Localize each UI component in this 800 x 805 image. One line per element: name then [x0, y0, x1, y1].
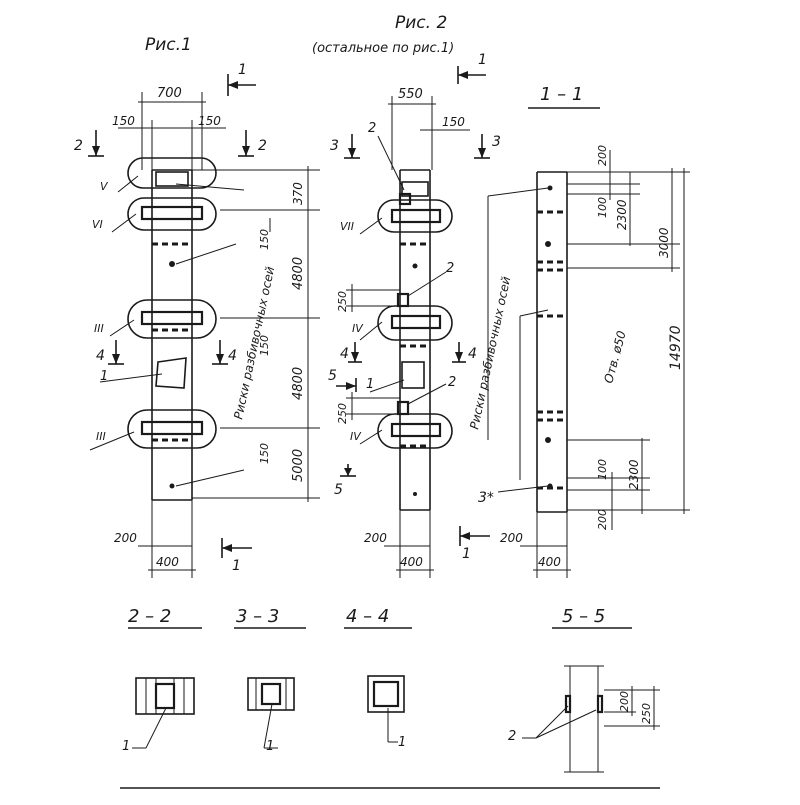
fig1-mark-v: V	[100, 180, 109, 193]
fig1-bottom-dims: 200 400	[114, 500, 196, 578]
fig2-mark-vii: VII	[340, 220, 354, 233]
fig1-cut1-top: 1	[238, 62, 247, 78]
sec11-dim-200-b: 200	[596, 509, 609, 530]
fig1-dim-150-left: 150	[112, 114, 135, 128]
fig1-cut4-left: 4	[96, 348, 105, 364]
sec11-note-3: 3*	[478, 490, 494, 506]
section-5-5-item2: 2	[508, 729, 516, 744]
fig2-cut5-bottom: 5	[334, 482, 343, 498]
fig1-mark-iii-b: III	[96, 430, 106, 443]
fig2-mark-iv-b: IV	[350, 430, 362, 443]
fig1-cut4-right: 4	[228, 348, 237, 364]
fig2-item2-c: 2	[448, 375, 456, 390]
fig1-dim-150-right: 150	[198, 114, 221, 128]
sec11-dim-200-a: 200	[596, 145, 609, 166]
fig1-cut2-right: 2	[258, 138, 267, 154]
section-5-5-title: 5 – 5	[562, 606, 605, 627]
fig1-mark-iii-a: III	[94, 322, 104, 335]
fig2-dim-250-a: 250	[336, 291, 349, 312]
fig1-band-iii-b	[127, 409, 217, 449]
section-4-4-item1: 1	[398, 735, 406, 750]
fig1-top-dims: 700 150 150	[112, 86, 226, 170]
fig1-band-vi	[127, 197, 217, 231]
sec11-dim-2300-a: 2300	[615, 199, 629, 230]
sec11-dim-100-b: 100	[596, 459, 609, 480]
fig2-subtitle: (остальное по рис.1)	[312, 41, 454, 56]
sec11-dim-100-a: 100	[596, 197, 609, 218]
section-4-4-drawing: 1	[367, 675, 406, 750]
fig1-mark-vi: VI	[92, 218, 103, 231]
section-4-4-title: 4 – 4	[346, 606, 389, 627]
fig1-dim-700: 700	[157, 86, 182, 101]
fig1-cut1-bottom: 1	[232, 558, 241, 574]
section-2-2-drawing: 1	[122, 677, 195, 754]
fig1-band-v	[127, 157, 217, 189]
fig1-dim-370: 370	[291, 182, 305, 205]
fig2-dim-550: 550	[398, 87, 423, 102]
fig1-dim-400: 400	[156, 555, 179, 569]
fig1-band-iii-a	[127, 299, 217, 339]
fig1-dim-150-a: 150	[258, 229, 271, 250]
fig1-cut-markers: 1 1 2 2 4 4 V VI III III 1	[74, 62, 267, 574]
sec11-dim-200-bottom: 200	[500, 531, 523, 545]
fig1-dim-4800-a: 4800	[291, 257, 306, 290]
fig1-cut2-left: 2	[74, 138, 83, 154]
sec11-dim-14970: 14970	[668, 325, 684, 370]
fig2-cut4-right: 4	[468, 346, 477, 362]
section-2-2-title: 2 – 2	[128, 606, 171, 627]
fig2-band-vii	[377, 199, 453, 233]
fig2-dim-150: 150	[442, 115, 465, 129]
section-1-1-dims: 200 100 2300 3000 14970 Отв. ø50 100 230…	[478, 145, 690, 578]
fig1-item1: 1	[100, 369, 108, 384]
section-2-2-item1: 1	[122, 739, 130, 754]
fig2-item2-b: 2	[446, 261, 454, 276]
sec11-dim-400-bottom: 400	[538, 555, 561, 569]
section-3-3-title: 3 – 3	[236, 606, 279, 627]
sec11-dim-3000: 3000	[657, 227, 671, 258]
fig1-column	[127, 157, 217, 501]
fig2-embedded-part	[401, 361, 425, 389]
fig2-dim-400: 400	[400, 555, 423, 569]
fig2-dim-250-b: 250	[336, 403, 349, 424]
fig2-item2-a: 2	[368, 121, 376, 136]
sec11-hole-label: Отв. ø50	[601, 329, 629, 385]
section-5-5-drawing: 200 250 2	[508, 665, 660, 773]
section-1-1-title: 1 – 1	[540, 84, 583, 105]
section-1-1-column	[536, 171, 568, 513]
fig2-band-iv-b	[377, 413, 453, 449]
fig2-band-iv-a	[377, 305, 453, 341]
fig2-cut3-left: 3	[330, 138, 339, 154]
fig2-item1: 1	[366, 377, 374, 392]
fig1-embedded-part	[155, 357, 187, 389]
fig2-cut5-top: 5	[328, 368, 337, 384]
fig2-title: Рис. 2	[395, 13, 447, 33]
fig1-dim-200: 200	[114, 531, 137, 545]
fig2-marks: 1 1 3 3 4 4 5 5 2 2 2 1	[328, 52, 501, 562]
section-5-5-dim-250: 250	[640, 703, 653, 724]
fig1-dim-150-b: 150	[258, 335, 271, 356]
fig2-dim-200: 200	[364, 531, 387, 545]
fig1-dim-150-c: 150	[258, 443, 271, 464]
fig1-title: Рис.1	[145, 35, 192, 55]
fig2-cut3-right: 3	[492, 134, 501, 150]
fig1-dim-4800-b: 4800	[291, 367, 306, 400]
fig2-cut4-left: 4	[340, 346, 349, 362]
fig2-column	[377, 169, 453, 511]
section-3-3-item1: 1	[266, 739, 274, 754]
fig2-mark-iv-a: IV	[352, 322, 364, 335]
fig2-cut1-bottom: 1	[462, 546, 471, 562]
section-3-3-drawing: 1	[247, 677, 295, 754]
section-5-5-dim-200: 200	[618, 691, 631, 712]
sec11-dim-2300-b: 2300	[627, 459, 641, 490]
fig2-cut1-top: 1	[478, 52, 487, 68]
fig1-dim-5000: 5000	[291, 449, 306, 482]
fig1-right-dims: 370 4800 4800 5000 150 150 150 Риски раз…	[175, 166, 320, 502]
